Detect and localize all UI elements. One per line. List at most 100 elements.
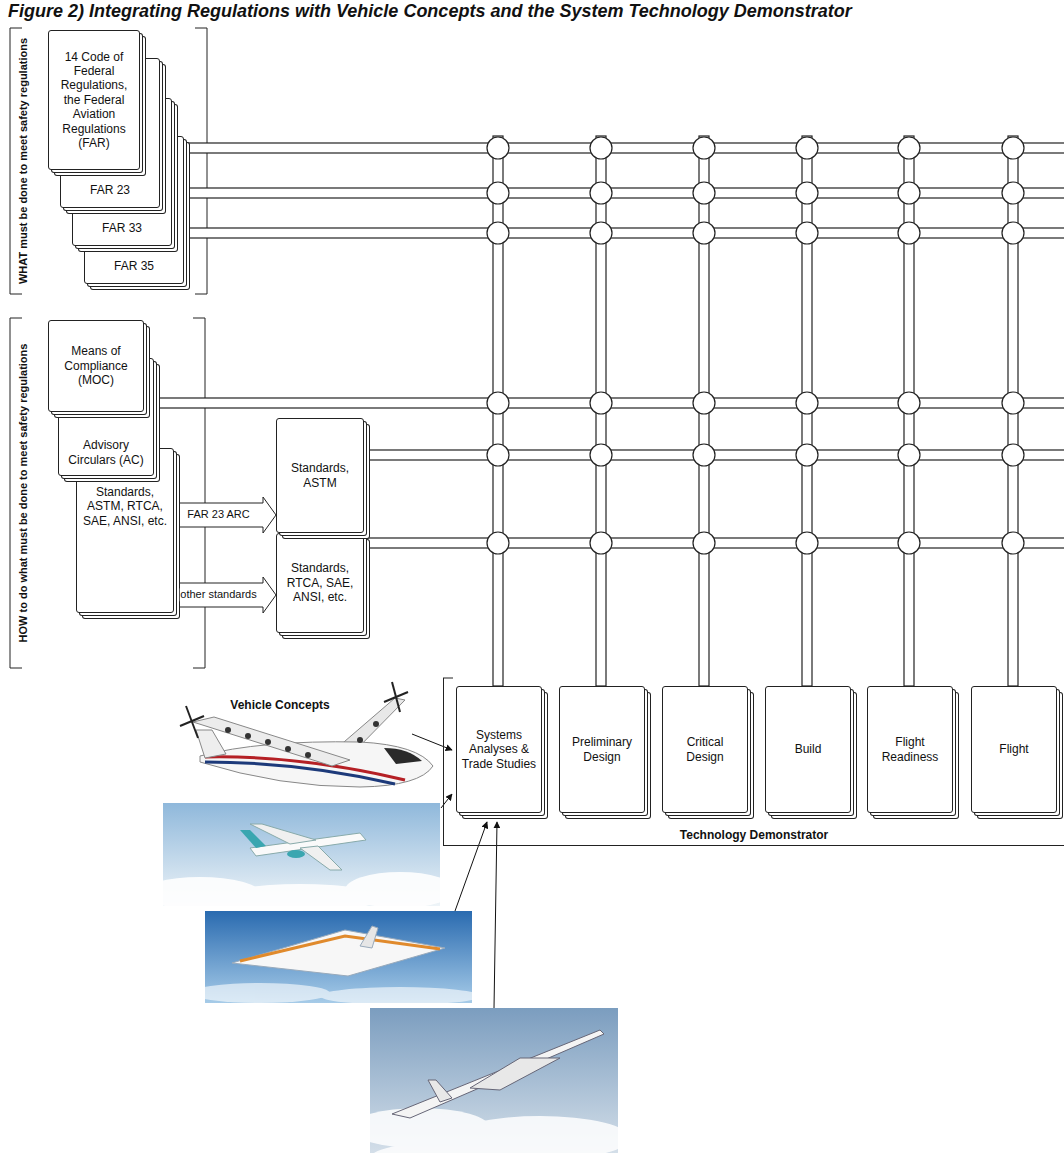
demonstrator-band: Technology Demonstrator Systems Analyses … bbox=[443, 678, 1064, 846]
section-bracket-label: HOW to do what must be done to meet safe… bbox=[17, 344, 30, 643]
junction-circle bbox=[1002, 222, 1024, 244]
junction-circle bbox=[590, 392, 612, 414]
junction-circle bbox=[796, 392, 818, 414]
aircraft-illustration bbox=[180, 682, 433, 787]
illustration-heading: Vehicle Concepts bbox=[230, 698, 329, 712]
aircraft-photo bbox=[287, 850, 305, 858]
aircraft-photo bbox=[190, 983, 480, 1005]
phase-box: Critical Design bbox=[662, 686, 748, 813]
node-text: Means of Compliance (MOC) bbox=[53, 344, 139, 387]
arrow-label: FAR 23 ARC bbox=[186, 508, 250, 521]
junction-circle bbox=[796, 137, 818, 159]
aircraft-photo bbox=[428, 1080, 452, 1102]
junction-circle bbox=[487, 182, 509, 204]
junction-circle bbox=[898, 137, 920, 159]
junction-circle bbox=[898, 532, 920, 554]
aircraft-illustration bbox=[384, 748, 422, 764]
leader-arrow bbox=[455, 822, 487, 911]
junction-circle bbox=[1002, 392, 1024, 414]
junction-circle bbox=[590, 182, 612, 204]
junction-circle bbox=[487, 532, 509, 554]
junction-circle bbox=[898, 392, 920, 414]
junction-circle bbox=[1002, 532, 1024, 554]
node-text: FAR 35 bbox=[114, 259, 154, 273]
junction-circle bbox=[796, 532, 818, 554]
phase-box: Build bbox=[765, 686, 851, 813]
aircraft-photo bbox=[190, 983, 330, 1003]
standards-document: Standards, ASTM bbox=[276, 418, 364, 533]
leader-arrow bbox=[494, 822, 497, 1008]
aircraft-photo bbox=[470, 1058, 560, 1090]
aircraft-photo bbox=[140, 803, 455, 912]
aircraft-illustration bbox=[196, 730, 226, 758]
junction-circle bbox=[1002, 444, 1024, 466]
junction-circle bbox=[487, 392, 509, 414]
aircraft-photo bbox=[392, 1030, 604, 1118]
phase-pipe bbox=[493, 136, 1018, 686]
junction-circle bbox=[693, 222, 715, 244]
regulation-document: 14 Code of Federal Regulations, the Fede… bbox=[48, 30, 140, 170]
node-text: Standards, RTCA, SAE, ANSI, etc. bbox=[281, 561, 359, 604]
aircraft-illustration bbox=[285, 746, 291, 752]
aircraft-illustration bbox=[225, 721, 379, 758]
aircraft-photo bbox=[370, 1140, 570, 1153]
node-text: Flight bbox=[999, 742, 1028, 756]
compliance-document: Means of Compliance (MOC) bbox=[48, 320, 144, 412]
regulation-pipe bbox=[172, 228, 1064, 238]
aircraft-photo bbox=[350, 1108, 630, 1153]
node-text: Flight Readiness bbox=[872, 735, 948, 764]
junction-circle bbox=[693, 532, 715, 554]
node-text: Systems Analyses & Trade Studies bbox=[461, 728, 537, 771]
standards-document: Standards, RTCA, SAE, ANSI, etc. bbox=[276, 533, 364, 633]
junction-circle bbox=[590, 444, 612, 466]
junction-circle bbox=[487, 222, 509, 244]
aircraft-illustration bbox=[225, 727, 231, 733]
aircraft-illustration bbox=[193, 717, 350, 766]
junction-circle bbox=[693, 392, 715, 414]
bracket bbox=[195, 28, 207, 294]
section-bracket-label: WHAT must be done to meet safety regulat… bbox=[17, 38, 30, 284]
aircraft-photo bbox=[190, 911, 480, 1005]
junction-circle bbox=[796, 182, 818, 204]
phase-box: Flight bbox=[971, 686, 1057, 813]
aircraft-illustration bbox=[245, 733, 251, 739]
aircraft-illustration bbox=[180, 682, 408, 738]
aircraft-photo bbox=[300, 846, 342, 870]
junction-circle bbox=[898, 182, 920, 204]
junction-circle bbox=[590, 137, 612, 159]
aircraft-photo bbox=[232, 930, 445, 976]
junction-circle bbox=[590, 532, 612, 554]
node-text: 14 Code of Federal Regulations, the Fede… bbox=[53, 50, 135, 151]
phase-box: Preliminary Design bbox=[559, 686, 645, 813]
block-arrow bbox=[174, 497, 276, 533]
aircraft-illustration bbox=[305, 752, 311, 758]
bracket bbox=[10, 28, 453, 678]
node-text: FAR 23 bbox=[90, 183, 130, 197]
aircraft-illustration bbox=[265, 739, 271, 745]
node-text: Preliminary Design bbox=[564, 735, 640, 764]
node-text: Critical Design bbox=[667, 735, 743, 764]
aircraft-photo bbox=[240, 830, 266, 848]
aircraft-illustration bbox=[200, 742, 433, 787]
junction-circle bbox=[898, 222, 920, 244]
leader-arrow bbox=[412, 734, 452, 750]
aircraft-photo bbox=[350, 1008, 630, 1153]
node-text: Standards, ASTM, RTCA, SAE, ANSI, etc. bbox=[81, 485, 169, 528]
junction-circle bbox=[487, 444, 509, 466]
aircraft-illustration bbox=[384, 692, 408, 702]
junction-circle bbox=[898, 444, 920, 466]
node-text: Technology Demonstrator bbox=[680, 828, 828, 842]
junction-circle bbox=[796, 444, 818, 466]
junction-circle bbox=[796, 222, 818, 244]
node-text: Standards, ASTM bbox=[281, 461, 359, 490]
aircraft-illustration bbox=[180, 716, 204, 726]
aircraft-photo bbox=[345, 872, 455, 908]
aircraft-illustration bbox=[357, 737, 363, 743]
junction-circle bbox=[1002, 182, 1024, 204]
aircraft-photo bbox=[360, 926, 378, 948]
junction-circle bbox=[693, 444, 715, 466]
bracket bbox=[193, 318, 205, 668]
junction-circle bbox=[590, 222, 612, 244]
aircraft-photo bbox=[240, 936, 440, 961]
phase-box: Systems Analyses & Trade Studies bbox=[456, 686, 542, 813]
